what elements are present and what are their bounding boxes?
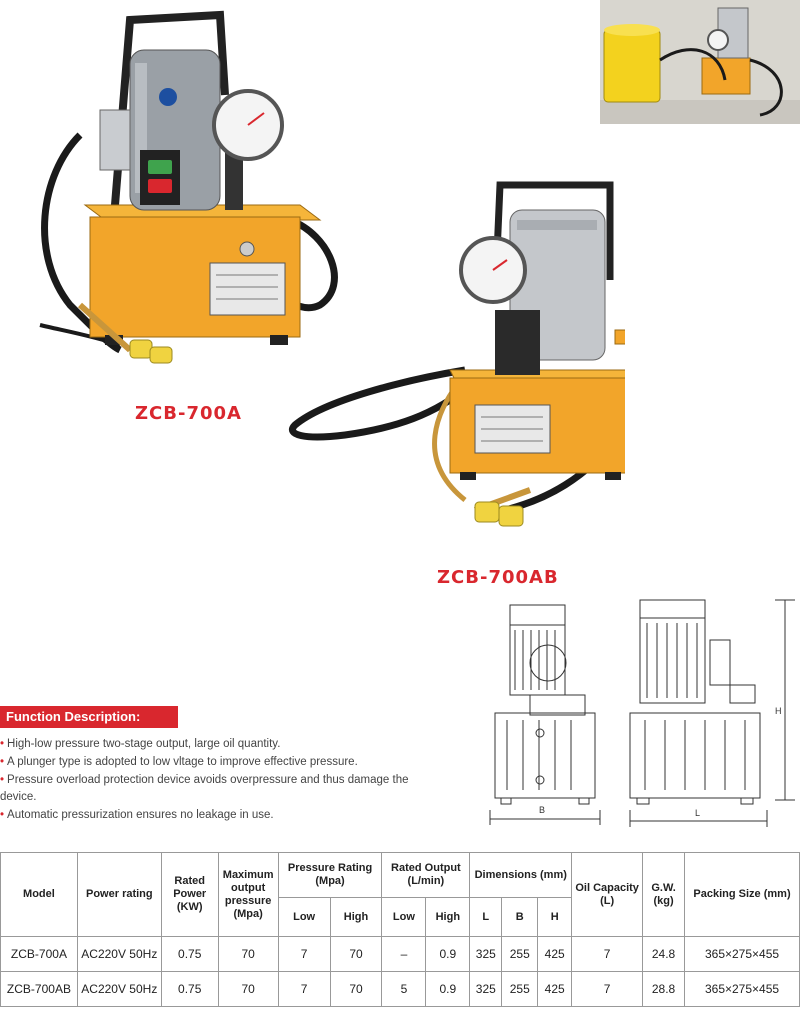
usage-photo — [600, 0, 800, 124]
cell-power-rating: AC220V 50Hz — [76, 971, 162, 1007]
table-row: ZCB-700A AC220V 50Hz 0.75 70 7 70 – 0.9 … — [0, 936, 800, 972]
cell-pressure-low: 7 — [277, 936, 331, 972]
cell-oil-capacity: 7 — [571, 936, 644, 972]
cell-output-high: 0.9 — [425, 936, 471, 972]
function-item-text: High-low pressure two-stage output, larg… — [7, 738, 281, 750]
header-dim-b: B — [501, 897, 539, 937]
cell-output-high: 0.9 — [425, 971, 471, 1007]
function-description-list: •High-low pressure two-stage output, lar… — [0, 736, 430, 825]
bullet-icon: • — [0, 756, 5, 768]
function-item: •Pressure overload protection device avo… — [0, 772, 430, 806]
cell-dim-b: 255 — [501, 936, 539, 972]
header-rated-output: Rated Output (L/min) — [381, 852, 471, 898]
cell-pressure-high: 70 — [329, 936, 383, 972]
function-item: •Automatic pressurization ensures no lea… — [0, 807, 430, 824]
cell-max-output: 70 — [217, 936, 279, 972]
header-dim-h: H — [537, 897, 573, 937]
cell-gross-weight: 28.8 — [642, 971, 686, 1007]
bullet-icon: • — [0, 809, 5, 821]
cell-max-output: 70 — [217, 971, 279, 1007]
function-item: •High-low pressure two-stage output, lar… — [0, 736, 430, 753]
header-pressure-low: Low — [277, 897, 331, 937]
spec-table: Model Power rating Rated Power (KW) Maxi… — [0, 852, 800, 1007]
dimension-label-l: L — [695, 808, 701, 818]
cell-packing-size: 365×275×455 — [684, 936, 800, 972]
cell-dim-b: 255 — [501, 971, 539, 1007]
cell-dim-h: 425 — [537, 936, 573, 972]
cell-oil-capacity: 7 — [571, 971, 644, 1007]
header-output-low: Low — [381, 897, 427, 937]
cell-output-low: – — [381, 936, 427, 972]
header-gross-weight: G.W. (kg) — [642, 852, 686, 937]
cell-pressure-high: 70 — [329, 971, 383, 1007]
cell-model: ZCB-700A — [0, 936, 78, 972]
pump-zcb-700ab-image — [289, 181, 625, 527]
header-oil-capacity: Oil Capacity (L) — [571, 852, 644, 937]
cell-dim-l: 325 — [469, 936, 503, 972]
header-pressure-rating: Pressure Rating (Mpa) — [277, 852, 383, 898]
header-output-high: High — [425, 897, 471, 937]
cell-output-low: 5 — [381, 971, 427, 1007]
header-packing-size: Packing Size (mm) — [684, 852, 800, 937]
cell-dim-l: 325 — [469, 971, 503, 1007]
header-dimensions: Dimensions (mm) — [469, 852, 573, 898]
function-description-heading: Function Description: — [0, 706, 178, 728]
header-dim-l: L — [469, 897, 503, 937]
cell-power-rating: AC220V 50Hz — [76, 936, 162, 972]
cell-model: ZCB-700AB — [0, 971, 78, 1007]
header-rated-power: Rated Power (KW) — [160, 852, 219, 937]
table-row: ZCB-700AB AC220V 50Hz 0.75 70 7 70 5 0.9… — [0, 971, 800, 1007]
model-label-zcb-700ab: ZCB-700AB — [437, 567, 559, 588]
model-label-zcb-700a: ZCB-700A — [135, 403, 242, 424]
header-power-rating: Power rating — [76, 852, 162, 937]
cell-dim-h: 425 — [537, 971, 573, 1007]
dimension-label-b: B — [539, 805, 546, 815]
function-item-text: Automatic pressurization ensures no leak… — [7, 809, 274, 821]
header-max-output: Maximum output pressure (Mpa) — [217, 852, 279, 937]
cell-pressure-low: 7 — [277, 971, 331, 1007]
header-model: Model — [0, 852, 78, 937]
cell-rated-power: 0.75 — [160, 936, 219, 972]
cell-rated-power: 0.75 — [160, 971, 219, 1007]
function-item: •A plunger type is adopted to low vltage… — [0, 754, 430, 771]
cell-gross-weight: 24.8 — [642, 936, 686, 972]
header-pressure-high: High — [329, 897, 383, 937]
bullet-icon: • — [0, 738, 5, 750]
bullet-icon: • — [0, 774, 5, 786]
function-item-text: A plunger type is adopted to low vltage … — [7, 756, 358, 768]
dimension-drawing — [489, 599, 795, 827]
pump-zcb-700a-image — [39, 10, 338, 364]
dimension-label-h: H — [775, 706, 782, 716]
function-item-text: Pressure overload protection device avoi… — [0, 774, 409, 803]
cell-packing-size: 365×275×455 — [684, 971, 800, 1007]
